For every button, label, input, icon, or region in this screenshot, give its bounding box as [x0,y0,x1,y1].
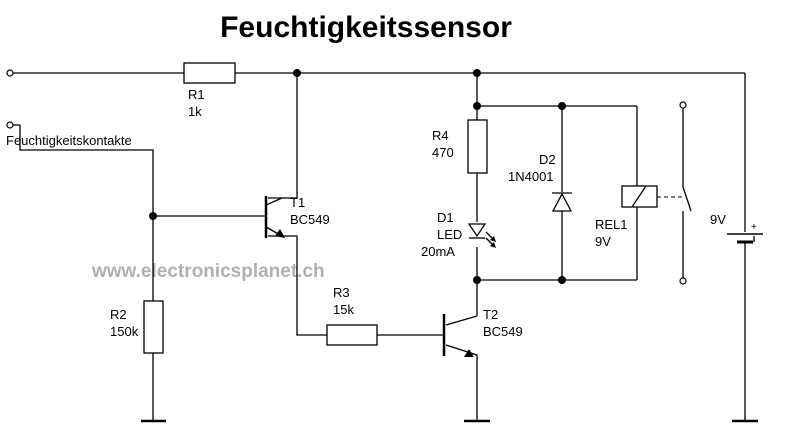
relay-rel1: REL1 9V [595,108,692,278]
r4-value: 470 [432,145,454,160]
d2-ref: D2 [539,152,556,167]
led-d1: D1 LED 20mA [421,210,496,259]
junction [293,69,301,77]
contact-label: Feuchtigkeitskontakte [6,133,132,148]
wire-sensor-input [19,125,154,301]
r1-ref: R1 [188,87,205,102]
relay-switch-blade [682,186,692,212]
r2-value: 150k [110,324,139,339]
led-triangle [467,223,487,238]
junction [473,69,481,77]
wires [13,72,746,420]
resistor-body [143,300,164,354]
arrow-icon [490,242,496,248]
d1-line3: 20mA [421,244,455,259]
wire-t1-collector [268,73,298,199]
emitter-arrow-icon [275,229,285,238]
emitter-arrow-icon [464,349,474,357]
resistor-body [467,119,488,174]
diode-d2: D2 1N4001 [508,152,573,212]
r3-value: 15k [333,302,354,317]
t1-value: BC549 [290,212,330,227]
relay-coil-mark [631,185,647,208]
junctions [149,69,566,284]
terminal-top [6,69,14,77]
terminal-contact [6,121,14,129]
r3-ref: R3 [333,285,350,300]
resistor-r2: R2 150k [110,300,164,354]
r1-value: 1k [188,104,202,119]
resistor-body [183,62,236,84]
rel1-ref: REL1 [595,217,628,232]
wire-t2-emitter [445,344,478,420]
resistor-r3: R3 15k [326,285,378,346]
relay-terminal-bottom [679,277,687,285]
r4-ref: R4 [432,128,449,143]
d2-value: 1N4001 [508,169,554,184]
junction [473,276,481,284]
rel1-value: 9V [595,234,611,249]
diagram-title: Feuchtigkeitssensor [220,11,512,44]
transistor-t1: T1 BC549 [264,195,330,238]
junction [149,212,157,220]
resistor-body [326,324,378,346]
arrow-icon [490,236,496,242]
diode-triangle [551,192,573,212]
d1-ref: D1 [437,210,454,225]
r2-ref: R2 [110,307,127,322]
battery-value: 9V [710,212,726,227]
resistor-r4: R4 470 [432,119,488,174]
resistor-r1: R1 1k [183,62,236,119]
wire-t2-collector [445,315,478,326]
d1-line2: LED [437,227,462,242]
transistor-collector-leg [265,197,283,206]
transistor-t2: T2 BC549 [442,307,523,357]
relay-terminal-top [679,101,687,109]
t1-ref: T1 [290,195,305,210]
battery-plus-sign: + [751,222,757,233]
junction [558,276,566,284]
junction [558,102,566,110]
junction [473,102,481,110]
battery-9v: + 9V [710,212,763,244]
t2-value: BC549 [483,324,523,339]
terminals [6,69,687,285]
t2-ref: T2 [483,307,498,322]
watermark: www.electronicsplanet.ch [91,261,325,282]
wire-t1-emitter [268,235,327,336]
